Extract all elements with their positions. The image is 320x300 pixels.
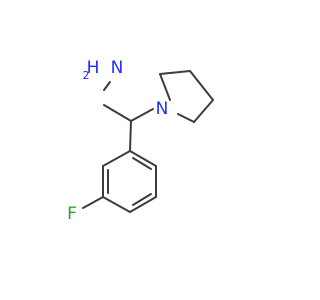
bonds (82, 70, 214, 213)
aryl-bond-6 (129, 150, 157, 167)
fluorine-label: F (67, 204, 77, 224)
bond-chain-aryl (129, 120, 132, 152)
bond-chain-n-pyrrolidine (130, 108, 154, 122)
aryl-double-bond-c (132, 157, 152, 170)
aryl-bond-1 (102, 150, 131, 167)
bond-aryl-fluorine (82, 196, 104, 209)
amine-subscript-label: 2 (83, 69, 90, 82)
bond-amine-ch2 (103, 81, 111, 91)
pyrrolidine-bond-5 (177, 113, 195, 123)
aryl-bond-4 (129, 196, 157, 213)
bond-ch2-chain (103, 104, 132, 122)
atom-labels: H N 2 N F (67, 58, 168, 224)
pyrrolidine-bond-1 (159, 73, 171, 101)
amine-h-label: H (87, 58, 100, 78)
molecule-canvas: H N 2 N F (67, 58, 214, 224)
pyrrolidine-n-label: N (156, 99, 169, 119)
pyrrolidine-bond-3 (189, 70, 214, 101)
pyrrolidine-bond-2 (159, 70, 191, 75)
aryl-bond-3 (102, 196, 131, 213)
structure-diagram: H N 2 N F (67, 58, 214, 224)
pyrrolidine-bond-4 (193, 99, 214, 123)
amine-n-label: N (111, 58, 124, 78)
aryl-double-bond-b (132, 193, 152, 206)
